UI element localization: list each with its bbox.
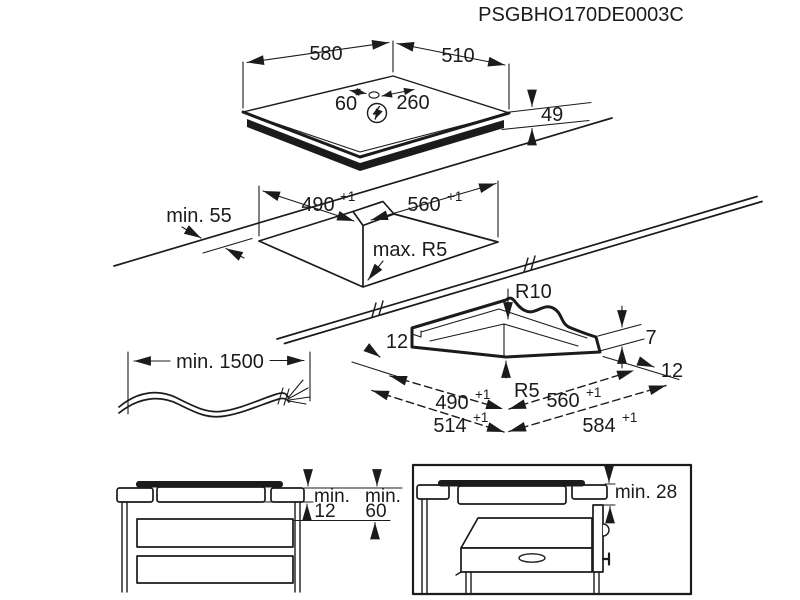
drawer-front-1 (136, 518, 294, 548)
offset-left-arrow (363, 343, 381, 358)
min-12-prefix: min. (314, 486, 350, 507)
drawer-front-2 (136, 555, 294, 584)
worktop-front-edge-lines (276, 195, 763, 345)
drawer-installation-view: min. 12 min. 60 (116, 469, 403, 593)
hob-glass-bevel-line (250, 114, 503, 153)
cutout-extension-lines (258, 180, 499, 238)
dim-560-label: 560 (407, 194, 440, 216)
edge-break-tick-marks (371, 255, 536, 318)
recess-560-label: 560 (546, 390, 579, 412)
recess-514-label: 514 (433, 415, 466, 437)
hob-glass-front-edges (241, 110, 511, 159)
dim-260-label: 260 (396, 92, 429, 114)
recess-514-tolerance: +1 (473, 410, 488, 425)
worktop-back-edge-line (113, 117, 613, 267)
cable-extension-lines (127, 351, 311, 415)
recess-step-edges (411, 308, 588, 357)
dim-490-tolerance: +1 (340, 189, 355, 204)
dim-560-line (370, 182, 497, 221)
recess-490-label: 490 (435, 392, 468, 414)
hob-isometric-view: 60 260 580 510 49 (241, 40, 592, 171)
offset-right-arrow (636, 356, 655, 368)
cutout-opening-edges (258, 210, 499, 288)
hob-glass-section-2 (438, 480, 585, 487)
hob-glass-back-edges (242, 75, 510, 114)
min-60-prefix: min. (365, 486, 401, 507)
dim-490-line (262, 190, 355, 222)
hob-extension-lines (242, 40, 510, 110)
dim-49-label: 49 (541, 104, 563, 126)
hob-glass-section (136, 481, 283, 488)
dim-60-arrow (349, 87, 367, 97)
cabinet-side-walls (121, 501, 301, 593)
offset-left-extension-line (351, 361, 400, 378)
cable-outline-bottom (118, 397, 290, 418)
dim-510-label: 510 (441, 45, 474, 67)
cable-outline-top (118, 391, 289, 413)
recess-corner-silhouette (410, 296, 602, 359)
recess-560-tolerance: +1 (586, 385, 601, 400)
cable-wire-ends (277, 379, 311, 406)
drawing-code: PSGBHO170DE0003C (478, 4, 684, 26)
min-60-value: 60 (365, 501, 386, 522)
cabinet-side-wall-2 (421, 498, 428, 594)
dim-60-label: 60 (335, 93, 357, 115)
offset-left-label: 12 (386, 331, 408, 353)
oven-legs-left (455, 571, 472, 594)
min-55-arrow-lower (225, 247, 245, 261)
min-28-reference-lines (599, 483, 616, 506)
cable-length-label: min. 1500 (176, 351, 264, 373)
cutout-corner-notch (352, 200, 395, 227)
dim-7-reference-lines (597, 323, 645, 352)
worktop-left-block (116, 487, 154, 503)
lightning-bolt-icon (372, 105, 383, 120)
oven-installation-view: min. 28 (411, 463, 693, 596)
hob-body-band (247, 119, 504, 171)
oven-handle (518, 553, 546, 563)
min-12-value: 12 (314, 501, 335, 522)
oven-right-panel (592, 504, 604, 573)
dim-260-arrow (381, 87, 415, 98)
dim-514-outer-dashed (371, 389, 505, 433)
offset-right-extension-line (602, 355, 680, 381)
oven-top-panel (460, 517, 593, 549)
dim-560-tolerance: +1 (447, 189, 462, 204)
worktop-right-block-2 (571, 484, 608, 500)
dim-580-line (246, 40, 390, 65)
worktop-right-block (270, 487, 305, 503)
dim-510-line (396, 41, 506, 67)
flush-recess-corner-detail: R10 R5 7 12 12 490 +1 560 +1 514 +1 584 … (351, 281, 683, 437)
dim-584-outer-dashed (508, 384, 667, 433)
dim-7-label: 7 (645, 327, 656, 349)
max-r5-arrow (367, 260, 384, 281)
mains-cable-view: min. 1500 (118, 351, 311, 418)
r10-label: R10 (515, 281, 552, 303)
offset-right-label: 12 (661, 360, 683, 382)
min-55-reference-line (202, 237, 253, 254)
r5-label: R5 (514, 380, 540, 402)
min-55-arrow-upper (181, 225, 202, 239)
dim-490-label: 490 (301, 194, 334, 216)
max-r5-label: max. R5 (373, 239, 447, 261)
cable-gland-mark (368, 91, 380, 99)
hob-body-section-2 (457, 485, 567, 505)
oven-hinge-bulge (602, 523, 610, 537)
recess-584-tolerance: +1 (622, 410, 637, 425)
min-28-label: min. 28 (615, 482, 677, 503)
oven-door-knob (601, 552, 611, 566)
oven-legs-right (593, 571, 600, 594)
min-wall-distance-dim: min. 55 (166, 205, 253, 261)
dim-49-reference-lines (501, 101, 592, 131)
worktop-left-block-2 (416, 484, 450, 500)
worktop-edge-lines (113, 117, 763, 345)
recess-584-label: 584 (582, 415, 615, 437)
worktop-cutout-view: 490 +1 560 +1 max. R5 (258, 180, 499, 288)
hob-body-section (156, 486, 266, 503)
min-55-label: min. 55 (166, 205, 232, 227)
dim-580-label: 580 (309, 43, 342, 65)
recess-490-tolerance: +1 (475, 387, 490, 402)
